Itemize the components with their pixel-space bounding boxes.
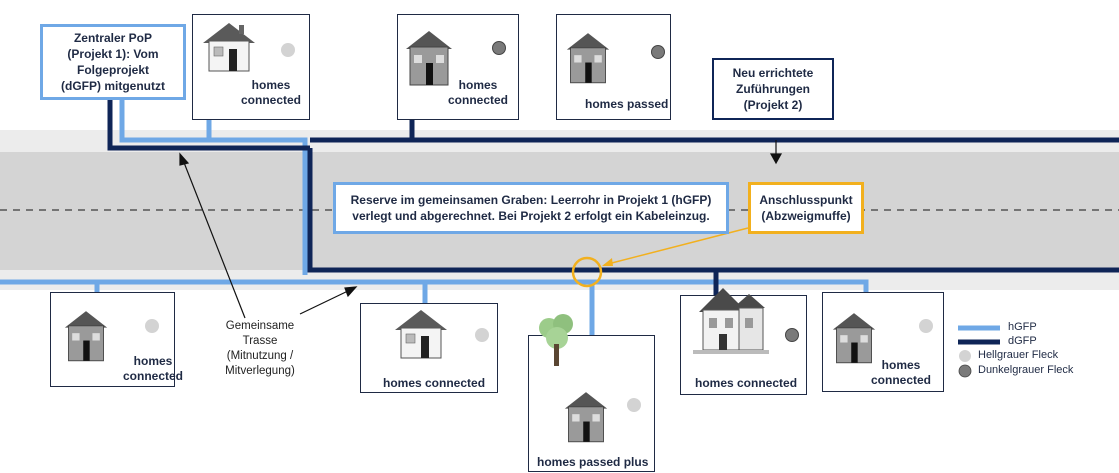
legend-light-dot-label: Hellgrauer Fleck (978, 349, 1059, 361)
villa-icon (693, 288, 769, 354)
home-label: homes passed plus (537, 455, 649, 469)
home-box-1: homes connected (192, 14, 310, 120)
arrowhead-trasse-top (179, 152, 190, 166)
tree-icon (539, 314, 573, 366)
home-box-4: homes connected (50, 292, 183, 387)
anschluss-callout: Anschlusspunkt (Abzweigmuffe) (748, 182, 864, 234)
hgfp-main-bottom (0, 279, 869, 292)
arrow-trasse-top (182, 159, 246, 319)
home-box-2: homes connected (397, 14, 519, 120)
status-dot (475, 328, 489, 342)
home-label: homes connected (448, 78, 509, 107)
anschlusspunkt-marker (571, 256, 603, 288)
pop-callout: Zentraler PoP (Projekt 1): Vom Folgeproj… (40, 24, 186, 100)
home-label: homes passed (585, 97, 669, 111)
arrow-trasse-bottom (299, 289, 351, 315)
home-label: homes connected (241, 78, 302, 107)
house-icon (832, 313, 876, 364)
neu-callout: Neu errichtete Zuführungen (Projekt 2) (712, 58, 834, 120)
house-icon (566, 33, 610, 84)
dgfp-main-top (307, 148, 1119, 273)
legend-light-dot (959, 350, 971, 362)
status-dot (785, 328, 799, 342)
hgfp-pop-drop (119, 100, 308, 275)
legend-dgfp-label: dGFP (1008, 335, 1037, 347)
status-dot (919, 319, 933, 333)
house-icon (203, 23, 255, 72)
status-dot (492, 41, 506, 55)
dgfp-lines (107, 100, 1119, 295)
reserve-callout: Reserve im gemeinsamen Graben: Leerrohr … (333, 182, 729, 234)
home-label: homes connected (123, 354, 184, 383)
home-box-6: homes passed plus (528, 314, 655, 472)
home-label: homes connected (871, 358, 932, 387)
status-dot (145, 319, 159, 333)
arrowhead-trasse-bottom (344, 286, 358, 298)
house-icon (564, 392, 608, 443)
house-icon (395, 310, 447, 359)
dgfp-pop-drop (107, 100, 310, 151)
legend-dark-dot (958, 364, 972, 378)
home-box-8: homes connected (822, 292, 944, 392)
status-dot (651, 45, 665, 59)
house-icon (64, 311, 108, 362)
pointer-arrows (179, 140, 783, 319)
trasse-label: Gemeinsame Trasse (Mitnutzung / Mitverle… (225, 320, 295, 377)
home-box-5: homes connected (360, 303, 498, 393)
status-dot (627, 398, 641, 412)
status-dot (281, 43, 295, 57)
home-box-3: homes passed (556, 14, 671, 120)
house-icon (406, 31, 452, 86)
home-box-7: homes connected (680, 288, 807, 395)
arrowhead-neu (769, 153, 783, 165)
anschlusspunkt-arrow (603, 227, 749, 266)
home-label: homes connected (383, 376, 486, 390)
legend-hgfp-label: hGFP (1008, 321, 1037, 333)
home-label: homes connected (695, 376, 798, 390)
legend-dark-dot-label: Dunkelgrauer Fleck (978, 364, 1074, 376)
anschlusspunkt-arrowhead (602, 258, 613, 266)
